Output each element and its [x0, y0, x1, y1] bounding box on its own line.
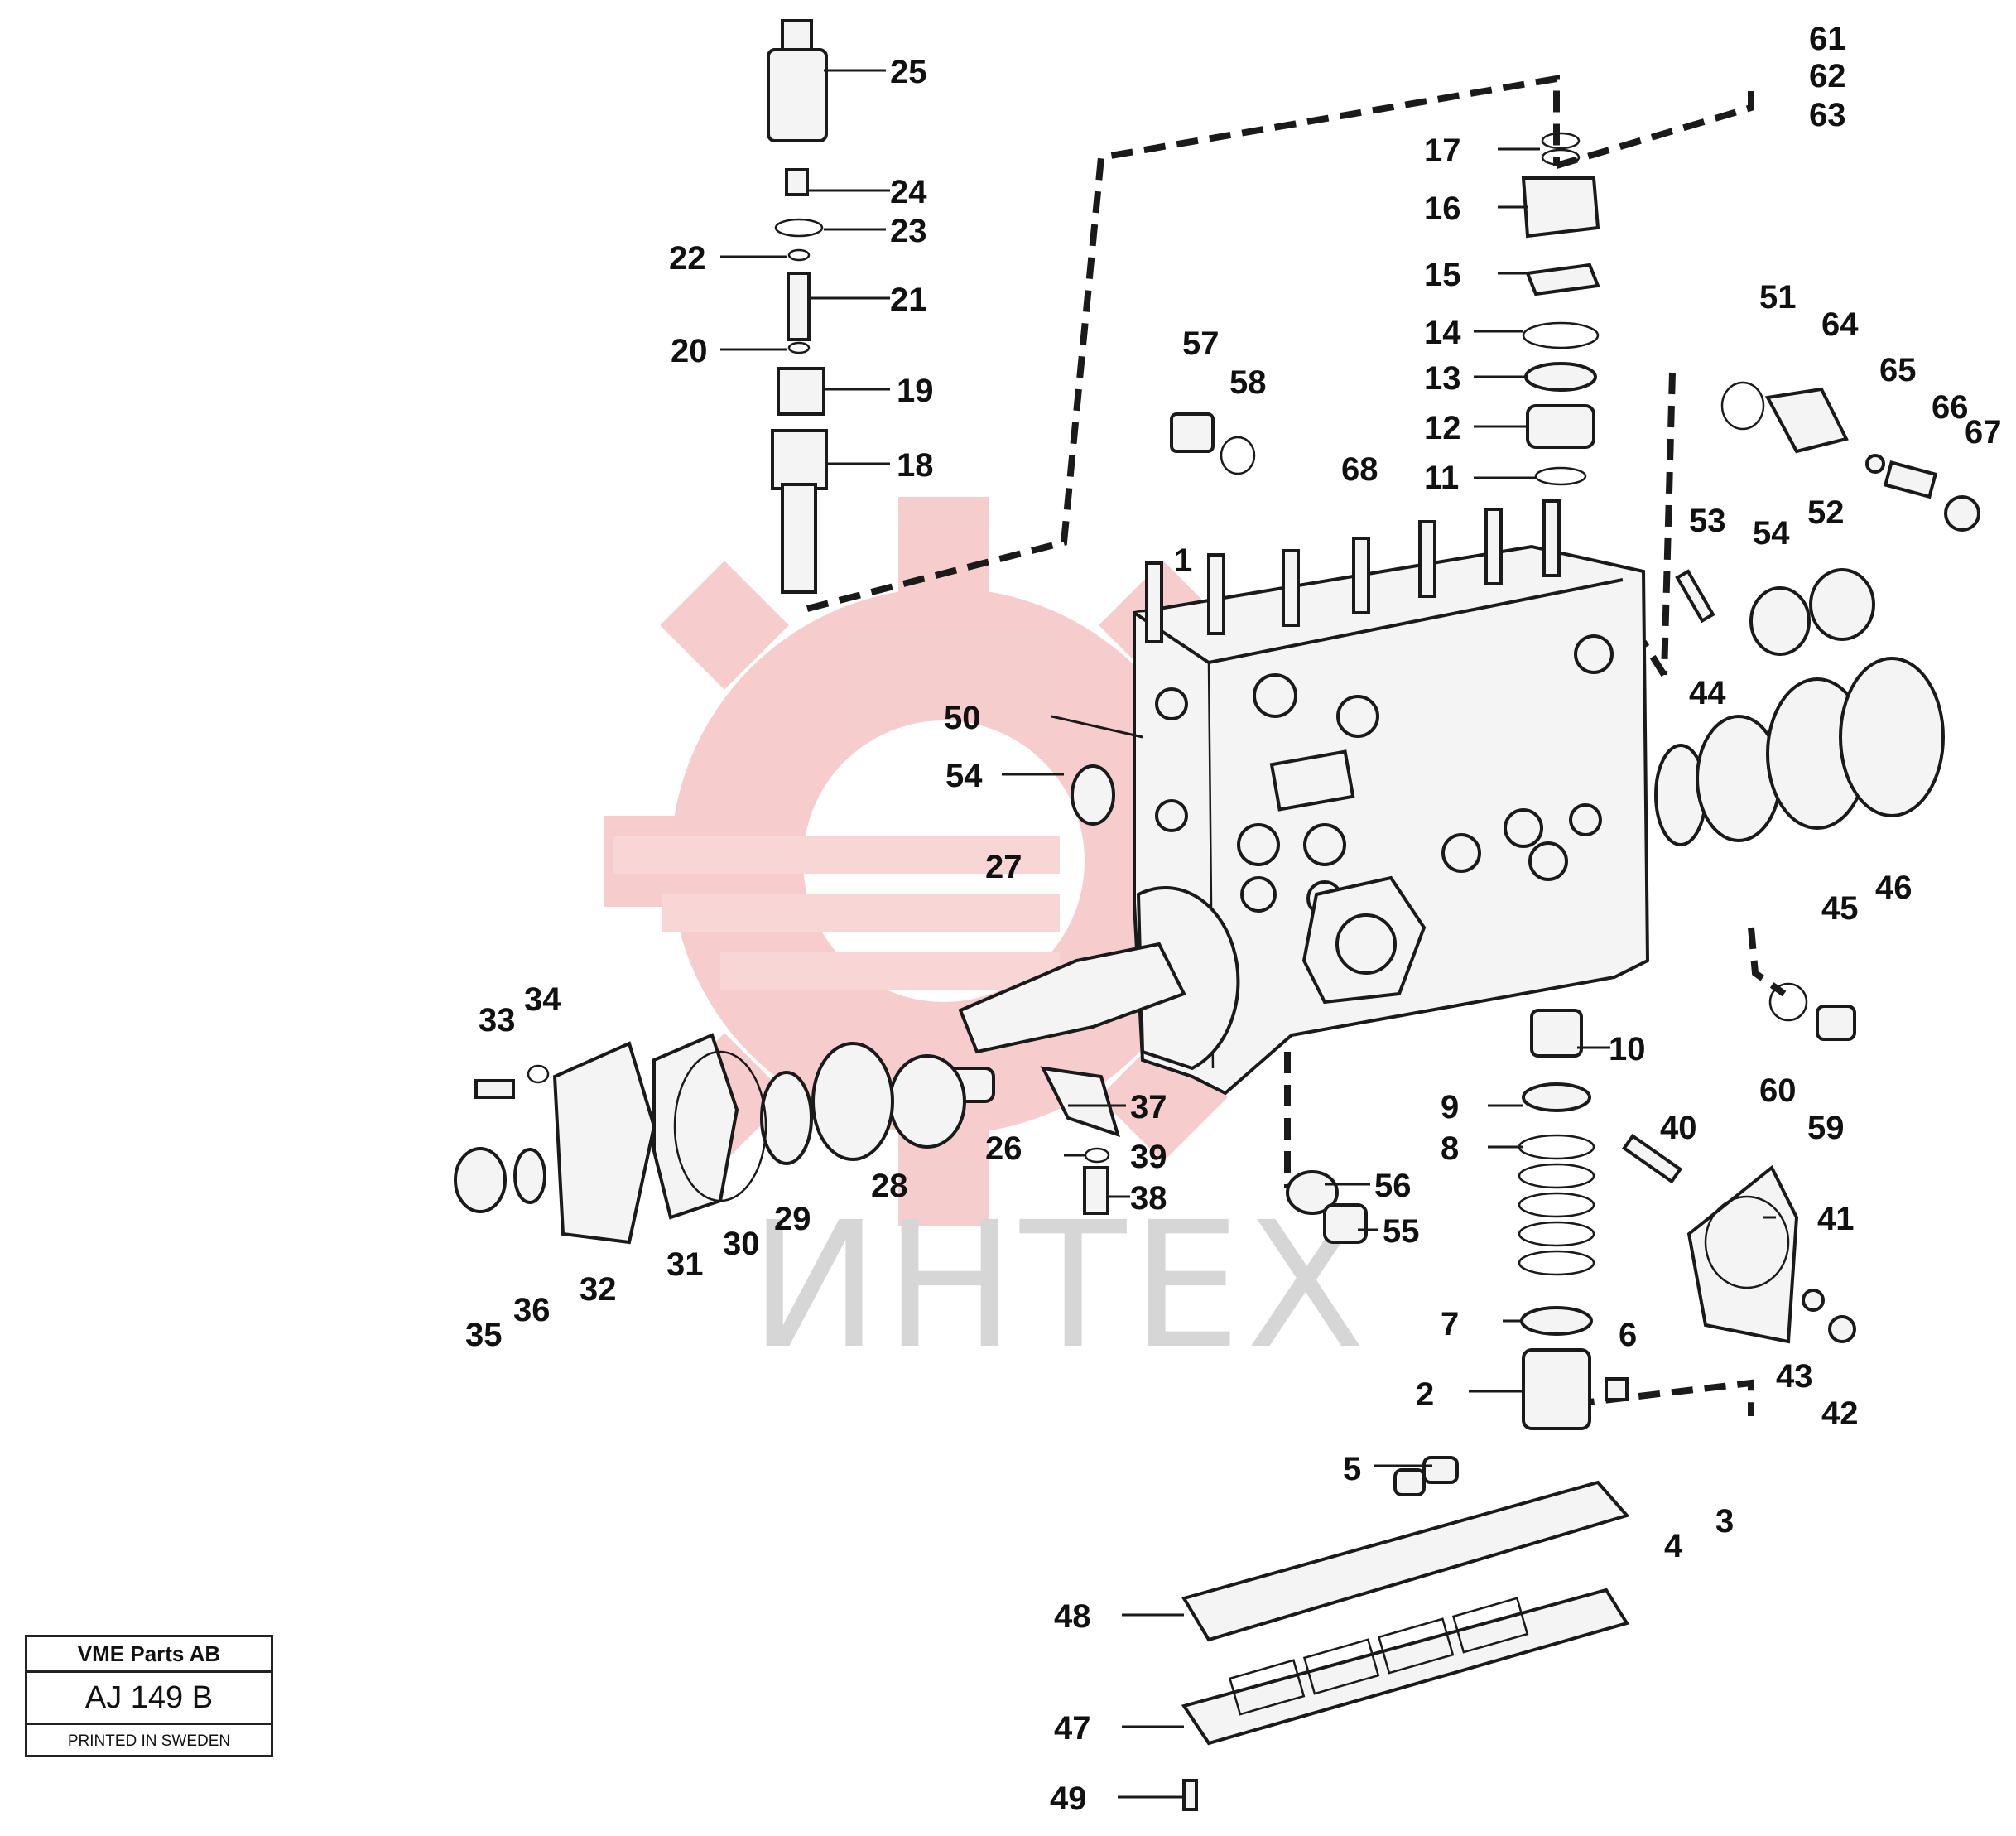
callout-6: 6	[1619, 1317, 1637, 1353]
delivery-valve-assembly	[767, 19, 828, 594]
callout-49: 49	[1050, 1781, 1087, 1817]
callout-12: 12	[1424, 410, 1461, 446]
callout-labels: 1 2 3 4 5 6 7 8 9 10 11 12 13 14 15 16 1…	[465, 21, 2002, 1817]
callout-42: 42	[1821, 1395, 1859, 1432]
callout-34: 34	[524, 981, 561, 1018]
callout-44: 44	[1689, 675, 1726, 711]
callout-40: 40	[1660, 1110, 1697, 1146]
callout-38: 38	[1130, 1180, 1167, 1217]
drive-shaft-assembly	[454, 764, 1186, 1245]
callout-55: 55	[1383, 1213, 1420, 1250]
callout-19: 19	[897, 373, 934, 409]
callout-68: 68	[1341, 451, 1378, 488]
leader-lines	[720, 69, 1776, 1799]
callout-28: 28	[871, 1168, 908, 1204]
callout-67: 67	[1965, 414, 2002, 451]
callout-52: 52	[1807, 494, 1845, 531]
callout-43: 43	[1776, 1358, 1813, 1395]
printed-note: PRINTED IN SWEDEN	[67, 1732, 231, 1750]
company-name: VME Parts AB	[27, 1637, 271, 1673]
callout-36: 36	[513, 1292, 551, 1328]
callout-61: 61	[1809, 21, 1846, 57]
callout-23: 23	[890, 213, 927, 249]
callout-9: 9	[1441, 1089, 1459, 1125]
callout-29: 29	[774, 1201, 811, 1237]
callout-50: 50	[944, 700, 981, 736]
callout-56: 56	[1374, 1168, 1412, 1204]
callout-31: 31	[666, 1246, 704, 1283]
callout-5: 5	[1343, 1451, 1361, 1487]
callout-32: 32	[580, 1271, 617, 1308]
callout-11: 11	[1424, 460, 1459, 496]
callout-66: 66	[1932, 389, 1969, 426]
callout-21: 21	[890, 282, 927, 318]
callout-18: 18	[897, 447, 934, 484]
callout-16: 16	[1424, 190, 1461, 227]
mounting-bracket-41	[1621, 1133, 1856, 1344]
bottom-cover-plates	[1181, 1456, 1630, 1811]
callout-45: 45	[1821, 890, 1859, 927]
callout-3: 3	[1715, 1503, 1734, 1540]
callout-7: 7	[1441, 1306, 1459, 1342]
callout-22: 22	[669, 240, 706, 277]
callout-39: 39	[1130, 1139, 1167, 1175]
callout-54-left: 54	[945, 758, 983, 794]
callout-63: 63	[1809, 97, 1846, 133]
bearing-seal-stack-right	[1654, 657, 1945, 846]
callout-57: 57	[1182, 325, 1220, 362]
callout-15: 15	[1424, 257, 1461, 293]
pump-housing	[1133, 499, 1650, 1096]
callout-51: 51	[1759, 279, 1797, 316]
callout-58: 58	[1229, 364, 1267, 401]
callout-53: 53	[1689, 503, 1726, 539]
housing-studs	[1145, 499, 1561, 643]
callout-47: 47	[1054, 1710, 1091, 1747]
callout-35: 35	[465, 1317, 503, 1353]
callout-37: 37	[1130, 1089, 1167, 1125]
callout-10: 10	[1609, 1031, 1646, 1067]
callout-13: 13	[1424, 360, 1461, 397]
callout-59: 59	[1807, 1110, 1845, 1146]
callout-25: 25	[890, 54, 927, 90]
upper-right-fittings	[1675, 381, 1980, 656]
watermark-text: ИНТЕХ	[749, 1184, 1370, 1387]
callout-64: 64	[1821, 306, 1859, 343]
callout-48: 48	[1054, 1598, 1091, 1635]
callout-24: 24	[890, 174, 927, 210]
callout-33: 33	[479, 1002, 516, 1038]
callout-17: 17	[1424, 133, 1461, 169]
callout-65: 65	[1879, 352, 1917, 388]
misc-small-parts	[1170, 412, 1856, 1244]
callout-20: 20	[671, 333, 708, 369]
callout-26: 26	[985, 1130, 1022, 1167]
callout-54-right: 54	[1753, 515, 1790, 552]
callout-4: 4	[1664, 1528, 1683, 1564]
callout-41: 41	[1817, 1201, 1855, 1237]
diagram-code: AJ 149 B	[27, 1673, 271, 1725]
callout-2: 2	[1416, 1376, 1434, 1413]
callout-62: 62	[1809, 58, 1846, 94]
callout-14: 14	[1424, 315, 1461, 351]
callout-60: 60	[1759, 1072, 1797, 1109]
callout-46: 46	[1875, 870, 1913, 906]
callout-27: 27	[985, 849, 1022, 885]
callout-1: 1	[1174, 542, 1192, 579]
callout-30: 30	[723, 1226, 760, 1262]
callout-8: 8	[1441, 1130, 1459, 1167]
document-info-box: VME Parts AB AJ 149 B PRINTED IN SWEDEN	[25, 1635, 273, 1757]
